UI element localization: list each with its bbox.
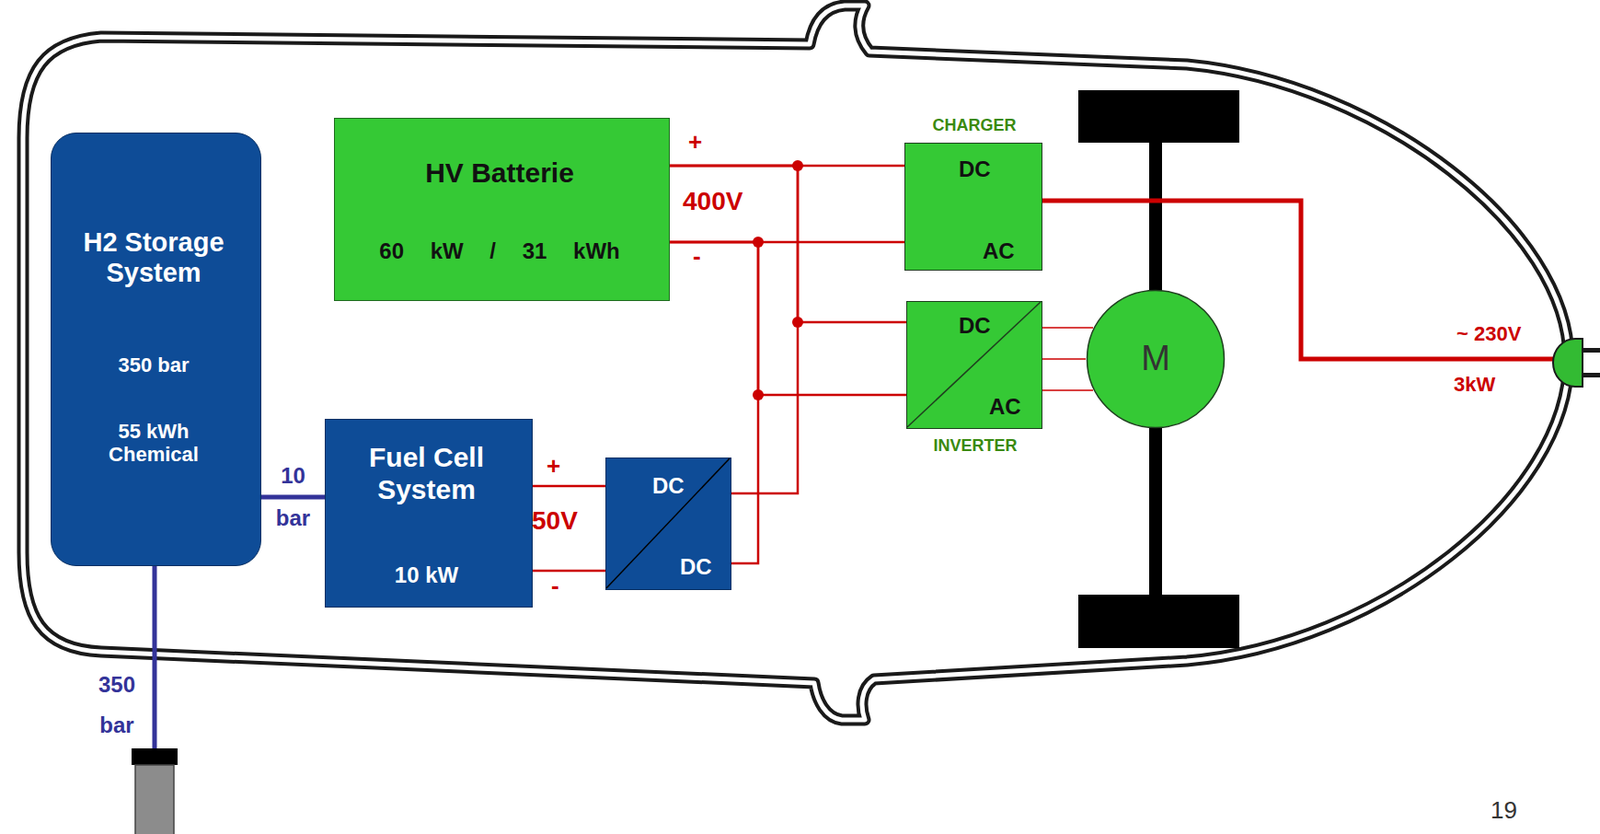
- wire-segment: [669, 165, 798, 494]
- pressure-label: 350 bar: [88, 664, 146, 746]
- wire-segment: [1042, 389, 1094, 392]
- nozzle-cap: [131, 748, 178, 765]
- box-text: AC: [989, 393, 1022, 420]
- wire-segment: [1042, 357, 1086, 360]
- box-text: AC: [982, 238, 1015, 265]
- box-text: 10 kW: [325, 562, 528, 588]
- box-text: M: [1085, 338, 1226, 380]
- fill-nozzle: [135, 764, 174, 834]
- wire-segment: [261, 494, 325, 500]
- voltage-label: ~ 230V: [1456, 322, 1521, 346]
- storage-box: H2 Storage System 350 bar 55 kWh Chemical: [50, 132, 262, 566]
- motor-circle: M: [1085, 288, 1226, 429]
- box-text: 350 bar: [51, 353, 256, 377]
- box-text: DC: [958, 312, 991, 339]
- dcdc-converter-box: DC DC: [605, 457, 732, 590]
- wire-segment: [532, 484, 606, 488]
- box-text: DC: [958, 156, 991, 183]
- power-wire: [261, 496, 325, 498]
- polarity-sign: +: [546, 452, 561, 481]
- power-label: 3kW: [1453, 372, 1496, 396]
- wheel: [1078, 594, 1240, 648]
- plug-pin: [1582, 347, 1600, 353]
- wire-segment: [669, 165, 907, 323]
- box-text: DC: [652, 472, 685, 499]
- fill-line: [152, 565, 158, 749]
- voltage-label: 50V: [531, 506, 578, 536]
- power-wire: [532, 485, 606, 571]
- power-wire: [669, 165, 907, 395]
- box-text: HV Batterie: [334, 157, 665, 190]
- pressure-label: 10 bar: [270, 454, 317, 540]
- charger-box: CHARGERDCAC: [904, 142, 1043, 271]
- box-text: DC: [679, 553, 713, 580]
- car-body-outline: [23, 5, 1569, 720]
- car-body-outline-inner: [23, 5, 1569, 720]
- box-text: Fuel Cell System: [336, 441, 517, 506]
- box-text: 55 kWh Chemical: [93, 419, 214, 467]
- diagonal-line: [606, 458, 730, 588]
- plug-symbol: [1553, 338, 1583, 387]
- wire-segment: [669, 241, 907, 395]
- polarity-sign: -: [692, 242, 702, 271]
- box-heading: CHARGER: [868, 115, 1081, 136]
- diagonal-line: [907, 301, 1041, 427]
- box-text: 60 kW / 31 kWh: [334, 238, 665, 265]
- wire-segment: [1042, 326, 1094, 329]
- box-text: H2 Storage System: [61, 227, 246, 289]
- inverter-box: DCACINVERTER: [906, 300, 1043, 429]
- wire-segment: [532, 569, 606, 573]
- polarity-sign: -: [551, 572, 560, 600]
- power-wire: [1042, 327, 1094, 391]
- voltage-label: 400V: [682, 186, 743, 217]
- fuel-cell-box: Fuel Cell System 10 kW: [324, 418, 533, 608]
- polarity-sign: +: [688, 128, 703, 157]
- battery-box: HV Batterie 60 kW / 31 kWh: [333, 117, 670, 301]
- page-number: 19: [1490, 796, 1518, 825]
- wheel: [1078, 90, 1240, 143]
- box-heading: INVERTER: [870, 436, 1081, 456]
- power-wire: [669, 165, 905, 242]
- plug-pin: [1582, 372, 1600, 378]
